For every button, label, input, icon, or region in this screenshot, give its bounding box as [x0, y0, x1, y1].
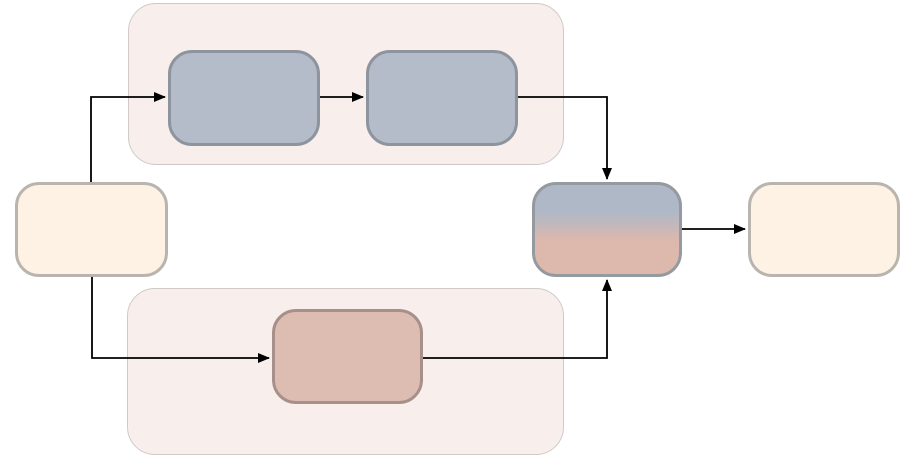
- node-salmon-1: [272, 309, 423, 404]
- node-left-input: [15, 182, 168, 277]
- node-right-output: [748, 182, 900, 277]
- node-blue-2: [366, 50, 518, 146]
- node-merge-gradient: [532, 182, 682, 277]
- node-blue-1: [168, 50, 320, 146]
